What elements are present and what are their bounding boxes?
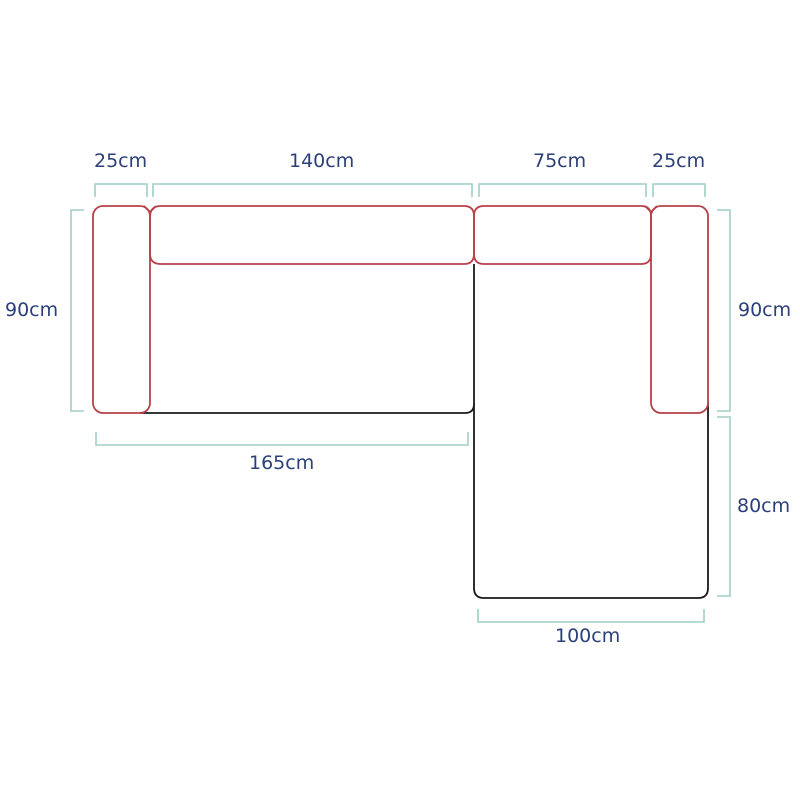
joint-notch-left [143, 205, 157, 214]
label-right-depth: 90cm [738, 299, 792, 321]
dim-bracket-bottom-chaise [477, 609, 705, 623]
dim-bracket-left-depth [70, 209, 84, 412]
dim-bracket-top-right-arm [652, 183, 706, 197]
dim-bracket-right-chaise-ext [717, 416, 731, 597]
label-bottom-main: 165cm [249, 452, 315, 474]
dim-bracket-top-left-arm [94, 183, 148, 197]
label-top-main-back: 140cm [289, 150, 355, 172]
label-bottom-chaise: 100cm [555, 625, 621, 647]
label-right-chaise-ext: 80cm [737, 495, 791, 517]
label-top-right-arm: 25cm [652, 150, 706, 172]
dim-bracket-bottom-main [95, 432, 469, 446]
dim-bracket-right-depth [717, 209, 731, 412]
label-top-chaise-back: 75cm [533, 150, 587, 172]
left-armrest [92, 205, 151, 414]
label-left-depth: 90cm [5, 299, 59, 321]
chaise-back-cushion [473, 205, 652, 265]
main-back-cushion [149, 205, 475, 265]
dim-bracket-top-main-back [152, 183, 473, 197]
label-top-left-arm: 25cm [94, 150, 148, 172]
dim-bracket-top-chaise-back [478, 183, 647, 197]
joint-notch-right [644, 205, 658, 214]
right-armrest [650, 205, 709, 414]
sofa-frame-outline [140, 403, 709, 599]
